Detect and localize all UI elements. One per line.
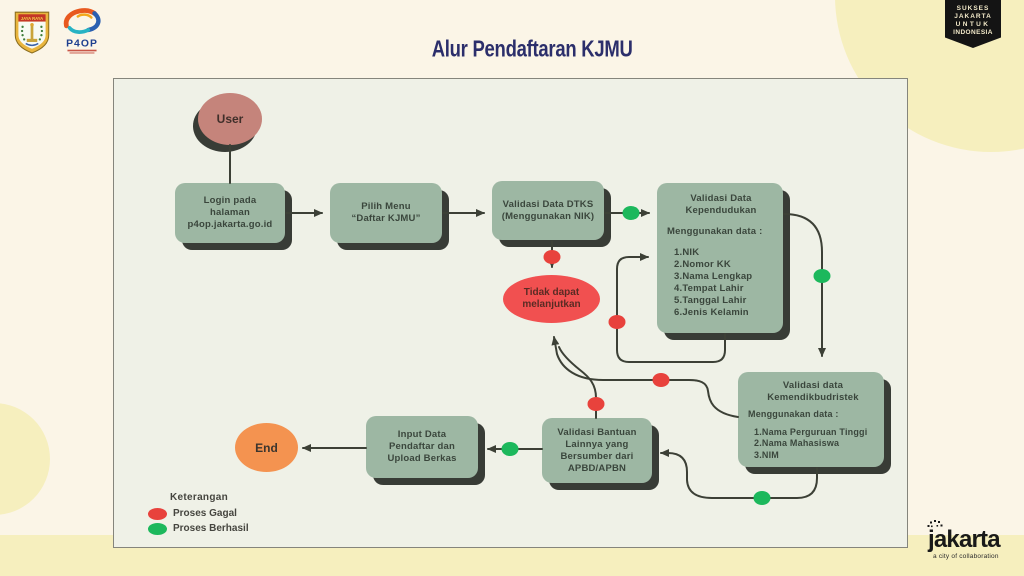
badge-line-3: UNTUK xyxy=(955,21,991,28)
node-user-label: User xyxy=(216,112,244,126)
kependudukan-items: 1.NIK 2.Nomor KK 3.Nama Lengkap 4.Tempat… xyxy=(674,247,753,318)
node-validasi-kependudukan: Validasi Data Kependudukan Menggunakan d… xyxy=(657,183,783,333)
jakarta-wordmark-text: jakarta xyxy=(928,526,1001,553)
node-login-label: Login pada halaman p4op.jakarta.go.id xyxy=(187,195,273,230)
page-title: Alur Pendaftaran KJMU xyxy=(431,36,633,63)
badge-line-2: JAKARTA xyxy=(954,13,992,20)
validasi-bantuan-label: Validasi Bantuan Lainnya yang Bersumber … xyxy=(557,426,637,474)
node-end-label: End xyxy=(255,440,278,455)
jakarta-coat-of-arms-logo: JAYA RAYA xyxy=(14,8,50,59)
jakarta-tagline: a city of collaboration xyxy=(933,553,999,560)
legend-success-label: Proses Berhasil xyxy=(173,523,249,534)
node-input-data: Input Data Pendaftar dan Upload Berkas xyxy=(366,416,478,478)
legend-title: Keterangan xyxy=(170,492,229,503)
badge-line-4: INDONESIA xyxy=(953,29,993,36)
shield-banner-text: JAYA RAYA xyxy=(21,16,43,21)
kependudukan-title: Validasi Data Kependudukan xyxy=(685,193,757,216)
fail-dot-icon xyxy=(148,507,167,520)
node-end: End xyxy=(235,423,298,472)
p4op-label: P4OP xyxy=(66,39,98,50)
flowchart-panel xyxy=(113,78,908,548)
node-login: Login pada halaman p4op.jakarta.go.id xyxy=(175,183,285,243)
sukses-jakarta-badge: SUKSES JAKARTA UNTUK INDONESIA xyxy=(945,0,1001,48)
kemendik-title: Validasi data Kemendikbudristek xyxy=(767,380,859,403)
p4op-swirl-icon: P4OP xyxy=(63,8,101,54)
tidak-dapat-label: Tidak dapat melanjutkan xyxy=(522,286,581,311)
legend-fail-label: Proses Gagal xyxy=(173,508,237,519)
p4op-logo: P4OP xyxy=(57,4,107,63)
legend-row-fail: Proses Gagal xyxy=(148,506,249,521)
success-dot-icon xyxy=(148,522,167,535)
legend-row-success: Proses Berhasil xyxy=(148,521,249,536)
legend: Keterangan Proses Gagal Proses Berhasil xyxy=(148,492,249,536)
shield-icon: JAYA RAYA xyxy=(14,11,50,54)
node-validasi-bantuan: Validasi Bantuan Lainnya yang Bersumber … xyxy=(542,418,652,483)
node-validasi-dtks: Validasi Data DTKS (Menggunakan NIK) xyxy=(492,181,604,240)
node-pilih-menu-label: Pilih Menu “Daftar KJMU” xyxy=(351,201,421,224)
node-user: User xyxy=(198,93,262,145)
badge-line-1: SUKSES xyxy=(956,5,990,12)
jakarta-wordmark: jakarta a city of collaboration xyxy=(927,520,1001,560)
decor-circle-left xyxy=(0,403,50,515)
collaboration-dots-icon xyxy=(927,520,943,528)
kependudukan-subtitle: Menggunakan data : xyxy=(667,226,763,237)
node-tidak-dapat-melanjutkan: Tidak dapat melanjutkan xyxy=(503,275,600,323)
kemendik-subtitle: Menggunakan data : xyxy=(748,409,839,419)
node-pilih-menu: Pilih Menu “Daftar KJMU” xyxy=(330,183,442,243)
kemendik-items: 1.Nama Perguruan Tinggi 2.Nama Mahasiswa… xyxy=(754,426,868,460)
node-validasi-dtks-label: Validasi Data DTKS (Menggunakan NIK) xyxy=(501,198,595,222)
input-data-label: Input Data Pendaftar dan Upload Berkas xyxy=(387,429,457,464)
node-validasi-kemendikbudristek: Validasi data Kemendikbudristek Mengguna… xyxy=(738,372,884,467)
